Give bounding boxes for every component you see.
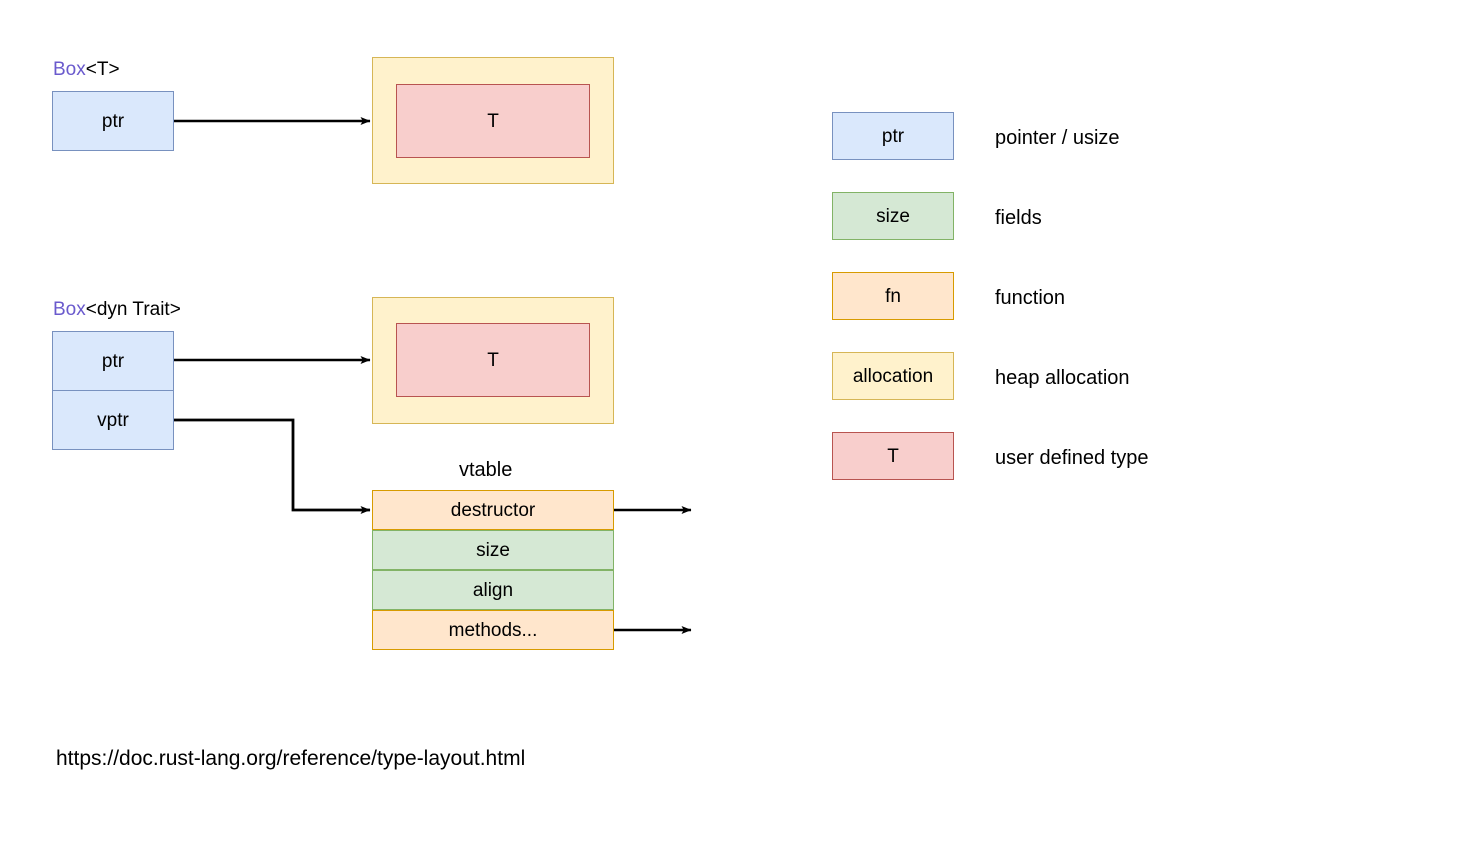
boxt-type-label: Box<T>: [53, 60, 120, 79]
legend-swatch-user-type: T: [832, 432, 954, 480]
boxdyn-ptr-cell: ptr: [52, 331, 174, 391]
legend-description-fields: fields: [995, 207, 1042, 229]
vtable-row-destructor-label: destructor: [450, 499, 536, 521]
vtable-caption: vtable: [459, 459, 513, 481]
boxt-generic: <T>: [85, 59, 120, 80]
vtable-row-align-label: align: [472, 579, 514, 601]
vtable-row-destructor: destructor: [372, 490, 614, 530]
boxdyn-keyword: Box: [53, 299, 86, 320]
vtable-row-methods-label: methods...: [448, 619, 538, 641]
source-url-text: https://doc.rust-lang.org/reference/type…: [56, 747, 526, 770]
legend-swatch-fields: size: [832, 192, 954, 240]
vtable-row-size: size: [372, 530, 614, 570]
legend-swatch-ptr: ptr: [832, 112, 954, 160]
boxdyn-vptr-cell: vptr: [52, 390, 174, 450]
legend-swatch-fn: fn: [832, 272, 954, 320]
vtable-row-size-label: size: [476, 539, 510, 561]
legend-swatch-fields-label: size: [876, 205, 910, 227]
legend-swatch-ptr-label: ptr: [881, 125, 905, 147]
boxt-allocation-inner-type: T: [396, 84, 590, 158]
boxdyn-allocation-inner-type: T: [396, 323, 590, 397]
legend-swatch-user-type-label: T: [887, 445, 899, 467]
boxt-ptr-label: ptr: [101, 110, 125, 132]
boxdyn-type-label: Box<dyn Trait>: [53, 300, 181, 319]
vtable-row-methods: methods...: [372, 610, 614, 650]
legend-description-allocation: heap allocation: [995, 367, 1130, 389]
boxt-allocation-inner-label: T: [487, 110, 499, 132]
legend-swatch-allocation: allocation: [832, 352, 954, 400]
legend-description-user-type: user defined type: [995, 447, 1149, 469]
legend-swatch-allocation-label: allocation: [852, 365, 934, 387]
boxt-keyword: Box: [53, 59, 86, 80]
legend-description-ptr: pointer / usize: [995, 127, 1120, 149]
boxdyn-generic: <dyn Trait>: [85, 299, 181, 320]
legend-description-fn: function: [995, 287, 1066, 309]
vtable-row-align: align: [372, 570, 614, 610]
boxdyn-allocation-inner-label: T: [487, 349, 499, 371]
boxdyn-vptr-label: vptr: [97, 409, 129, 431]
legend-swatch-fn-label: fn: [885, 285, 901, 307]
boxt-ptr-cell: ptr: [52, 91, 174, 151]
connector-vptr-to-vtable: [174, 418, 371, 514]
boxdyn-ptr-label: ptr: [101, 350, 125, 372]
